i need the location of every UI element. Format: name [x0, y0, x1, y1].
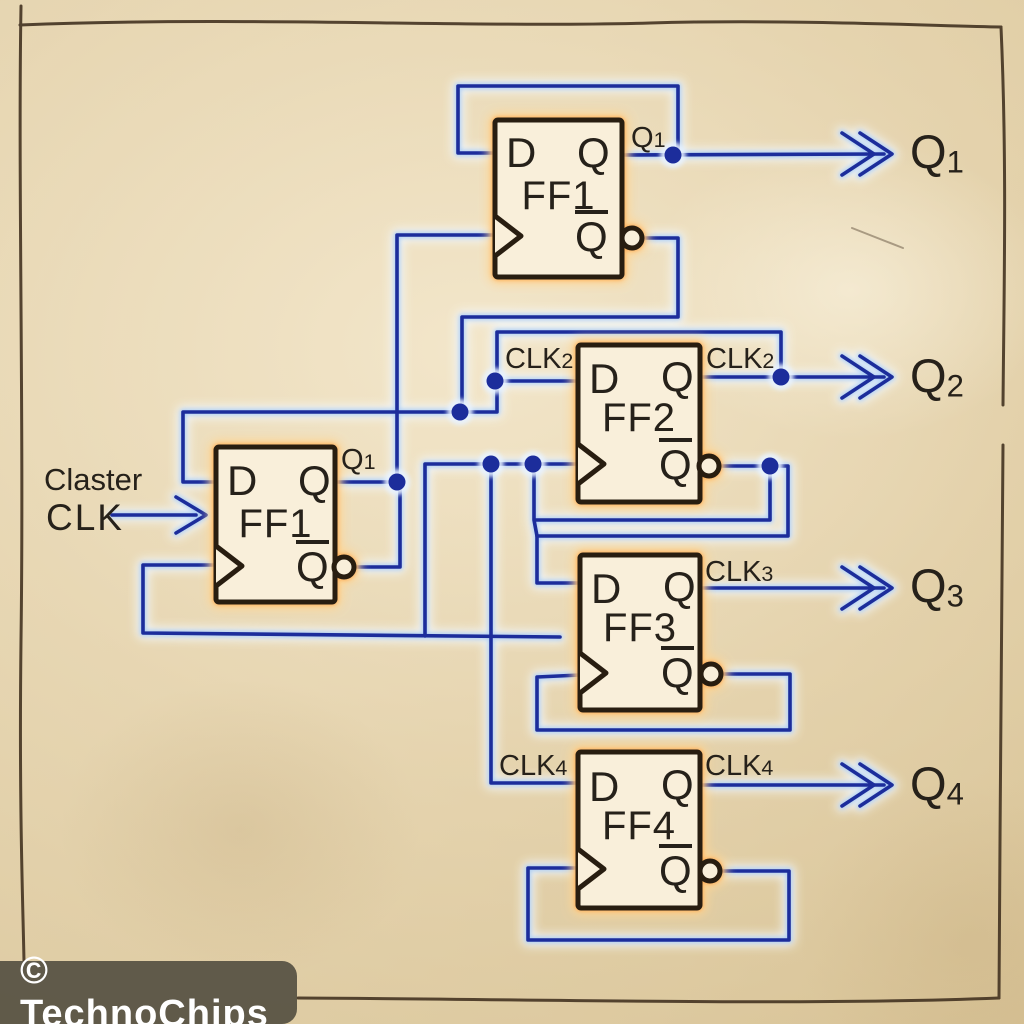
ff4-q-label: Q: [661, 761, 694, 808]
output-label-q3: Q3: [910, 559, 964, 614]
junction-dot: [761, 457, 779, 475]
ff4-name: FF4: [601, 804, 677, 848]
watermark-text: © TechnoChips: [20, 949, 269, 1024]
ff3-name: FF3: [602, 606, 678, 650]
junction-dot: [451, 403, 469, 421]
ff1-left-qbar-label: Q: [296, 540, 329, 588]
junction-dot: [482, 455, 500, 473]
wire-label-clk2-left: CLK2: [505, 343, 574, 375]
clock-input-label-top: Claster: [44, 462, 143, 497]
junction-dots: [384, 142, 794, 495]
wire-label-q1-top: Q1: [631, 122, 666, 154]
ff1-top-name: FF1: [521, 174, 596, 218]
wire-label-clk3-right: CLK3: [705, 556, 774, 588]
wire-label-q1-left: Q1: [341, 444, 376, 476]
junction-dot: [664, 146, 682, 164]
clock-input-label-bottom: CLK: [46, 497, 124, 538]
ff1-left-d-label: D: [227, 457, 258, 504]
ff1-top-qbar-label: Q: [575, 210, 608, 258]
junction-dot: [524, 455, 542, 473]
ff3-qbar-label: Q: [661, 646, 694, 694]
output-label-q2: Q2: [910, 349, 964, 404]
ff2-q-label: Q: [661, 353, 694, 400]
junction-dot: [486, 372, 504, 390]
wire-label-clk2-right: CLK2: [706, 343, 775, 375]
ff1-left-q-label: Q: [298, 457, 331, 504]
frame-border: [18, 4, 1007, 1004]
wire-label-clk4-left: CLK4: [499, 750, 568, 782]
ff2-d-label: D: [589, 355, 620, 402]
ff4-qbar-label: Q: [659, 844, 692, 892]
output-label-q1: Q1: [910, 125, 964, 180]
ff1-top-d-label: D: [506, 129, 537, 176]
wire-label-clk4-right: CLK4: [705, 750, 774, 782]
output-label-q4: Q4: [910, 757, 964, 812]
junction-dot: [388, 473, 406, 491]
junction-dot: [772, 368, 790, 386]
ff1-top-q-label: Q: [577, 129, 610, 176]
ff2-qbar-label: Q: [659, 438, 692, 486]
ff1-left-name: FF1: [238, 502, 313, 546]
ff4-d-label: D: [589, 763, 620, 810]
watermark: © TechnoChips: [0, 950, 297, 1024]
ff3-q-label: Q: [663, 563, 696, 610]
ff3-d-label: D: [591, 565, 622, 612]
ff2-name: FF2: [601, 396, 677, 440]
